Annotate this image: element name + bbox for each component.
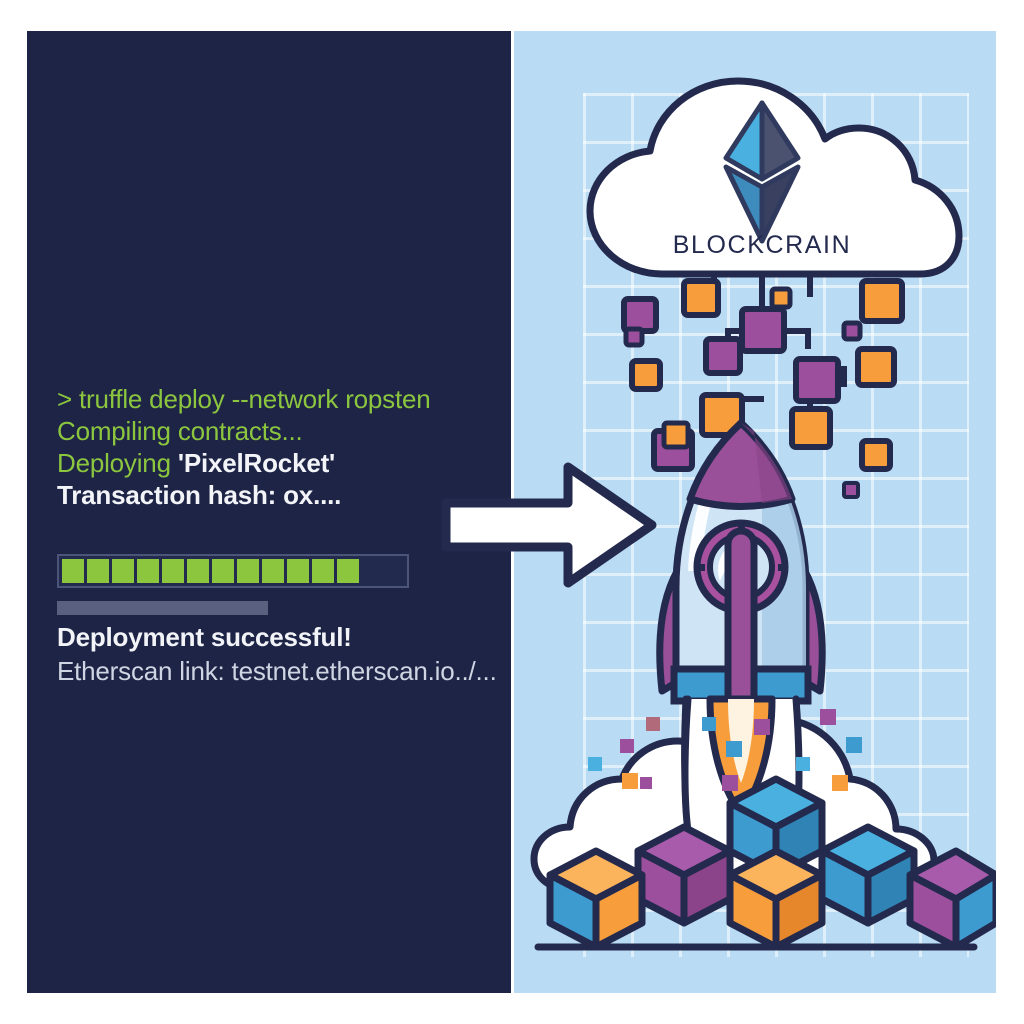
blockchain-cubes <box>534 775 996 951</box>
cloud-label: BLOCKCRAIN <box>673 231 852 259</box>
etherscan-link-text[interactable]: Etherscan link: testnet.etherscan.io../.… <box>57 656 497 686</box>
terminal-panel: > truffle deploy --network ropsten Compi… <box>27 31 511 993</box>
terminal-line-deploying: Deploying 'PixelRocket' <box>57 447 497 479</box>
terminal-output: > truffle deploy --network ropsten Compi… <box>57 383 497 511</box>
deploy-progress-secondary <box>57 601 269 615</box>
terminal-line-etherscan: Etherscan link: testnet.etherscan.io../.… <box>57 654 507 688</box>
terminal-result-output: Deployment successful! Etherscan link: t… <box>57 620 507 688</box>
progress-segment <box>262 559 284 583</box>
right-arrow-icon <box>441 462 657 588</box>
deploy-progress-bar <box>57 554 409 588</box>
terminal-compiling-text: Compiling contracts... <box>57 416 303 446</box>
progress-segment <box>287 559 309 583</box>
progress-segment <box>62 559 84 583</box>
progress-segment <box>237 559 259 583</box>
deployment-illustration: BLOCKCRAIN <box>530 77 996 951</box>
progress-segment <box>212 559 234 583</box>
terminal-line-success: Deployment successful! <box>57 620 507 654</box>
terminal-success-text: Deployment successful! <box>57 622 352 652</box>
terminal-line-command: > truffle deploy --network ropsten <box>57 383 497 415</box>
progress-segment <box>162 559 184 583</box>
rocket-icon <box>656 419 826 731</box>
terminal-tx-hash-text: Transaction hash: ox.... <box>57 480 342 510</box>
terminal-line-compiling: Compiling contracts... <box>57 415 497 447</box>
cube-far-right <box>906 847 996 951</box>
ethereum-diamond-icon <box>723 100 801 244</box>
cube-far-left <box>546 847 646 951</box>
terminal-contract-name: 'PixelRocket' <box>177 448 336 478</box>
progress-segment <box>87 559 109 583</box>
progress-segment <box>112 559 134 583</box>
terminal-line-tx-hash: Transaction hash: ox.... <box>57 479 497 511</box>
progress-segment <box>337 559 359 583</box>
network-nodes <box>621 278 905 499</box>
cube-mid-center <box>726 847 826 951</box>
right-arrow <box>440 455 660 595</box>
confetti-squares <box>588 709 862 791</box>
terminal-command-text: > truffle deploy --network ropsten <box>57 384 431 414</box>
progress-segment <box>137 559 159 583</box>
illustration-panel: BLOCKCRAIN <box>514 31 996 993</box>
terminal-deploying-label: Deploying <box>57 448 178 478</box>
cube-mid-right <box>818 823 918 927</box>
cube-mid-left <box>634 823 734 927</box>
progress-segment <box>312 559 334 583</box>
progress-segment <box>187 559 209 583</box>
